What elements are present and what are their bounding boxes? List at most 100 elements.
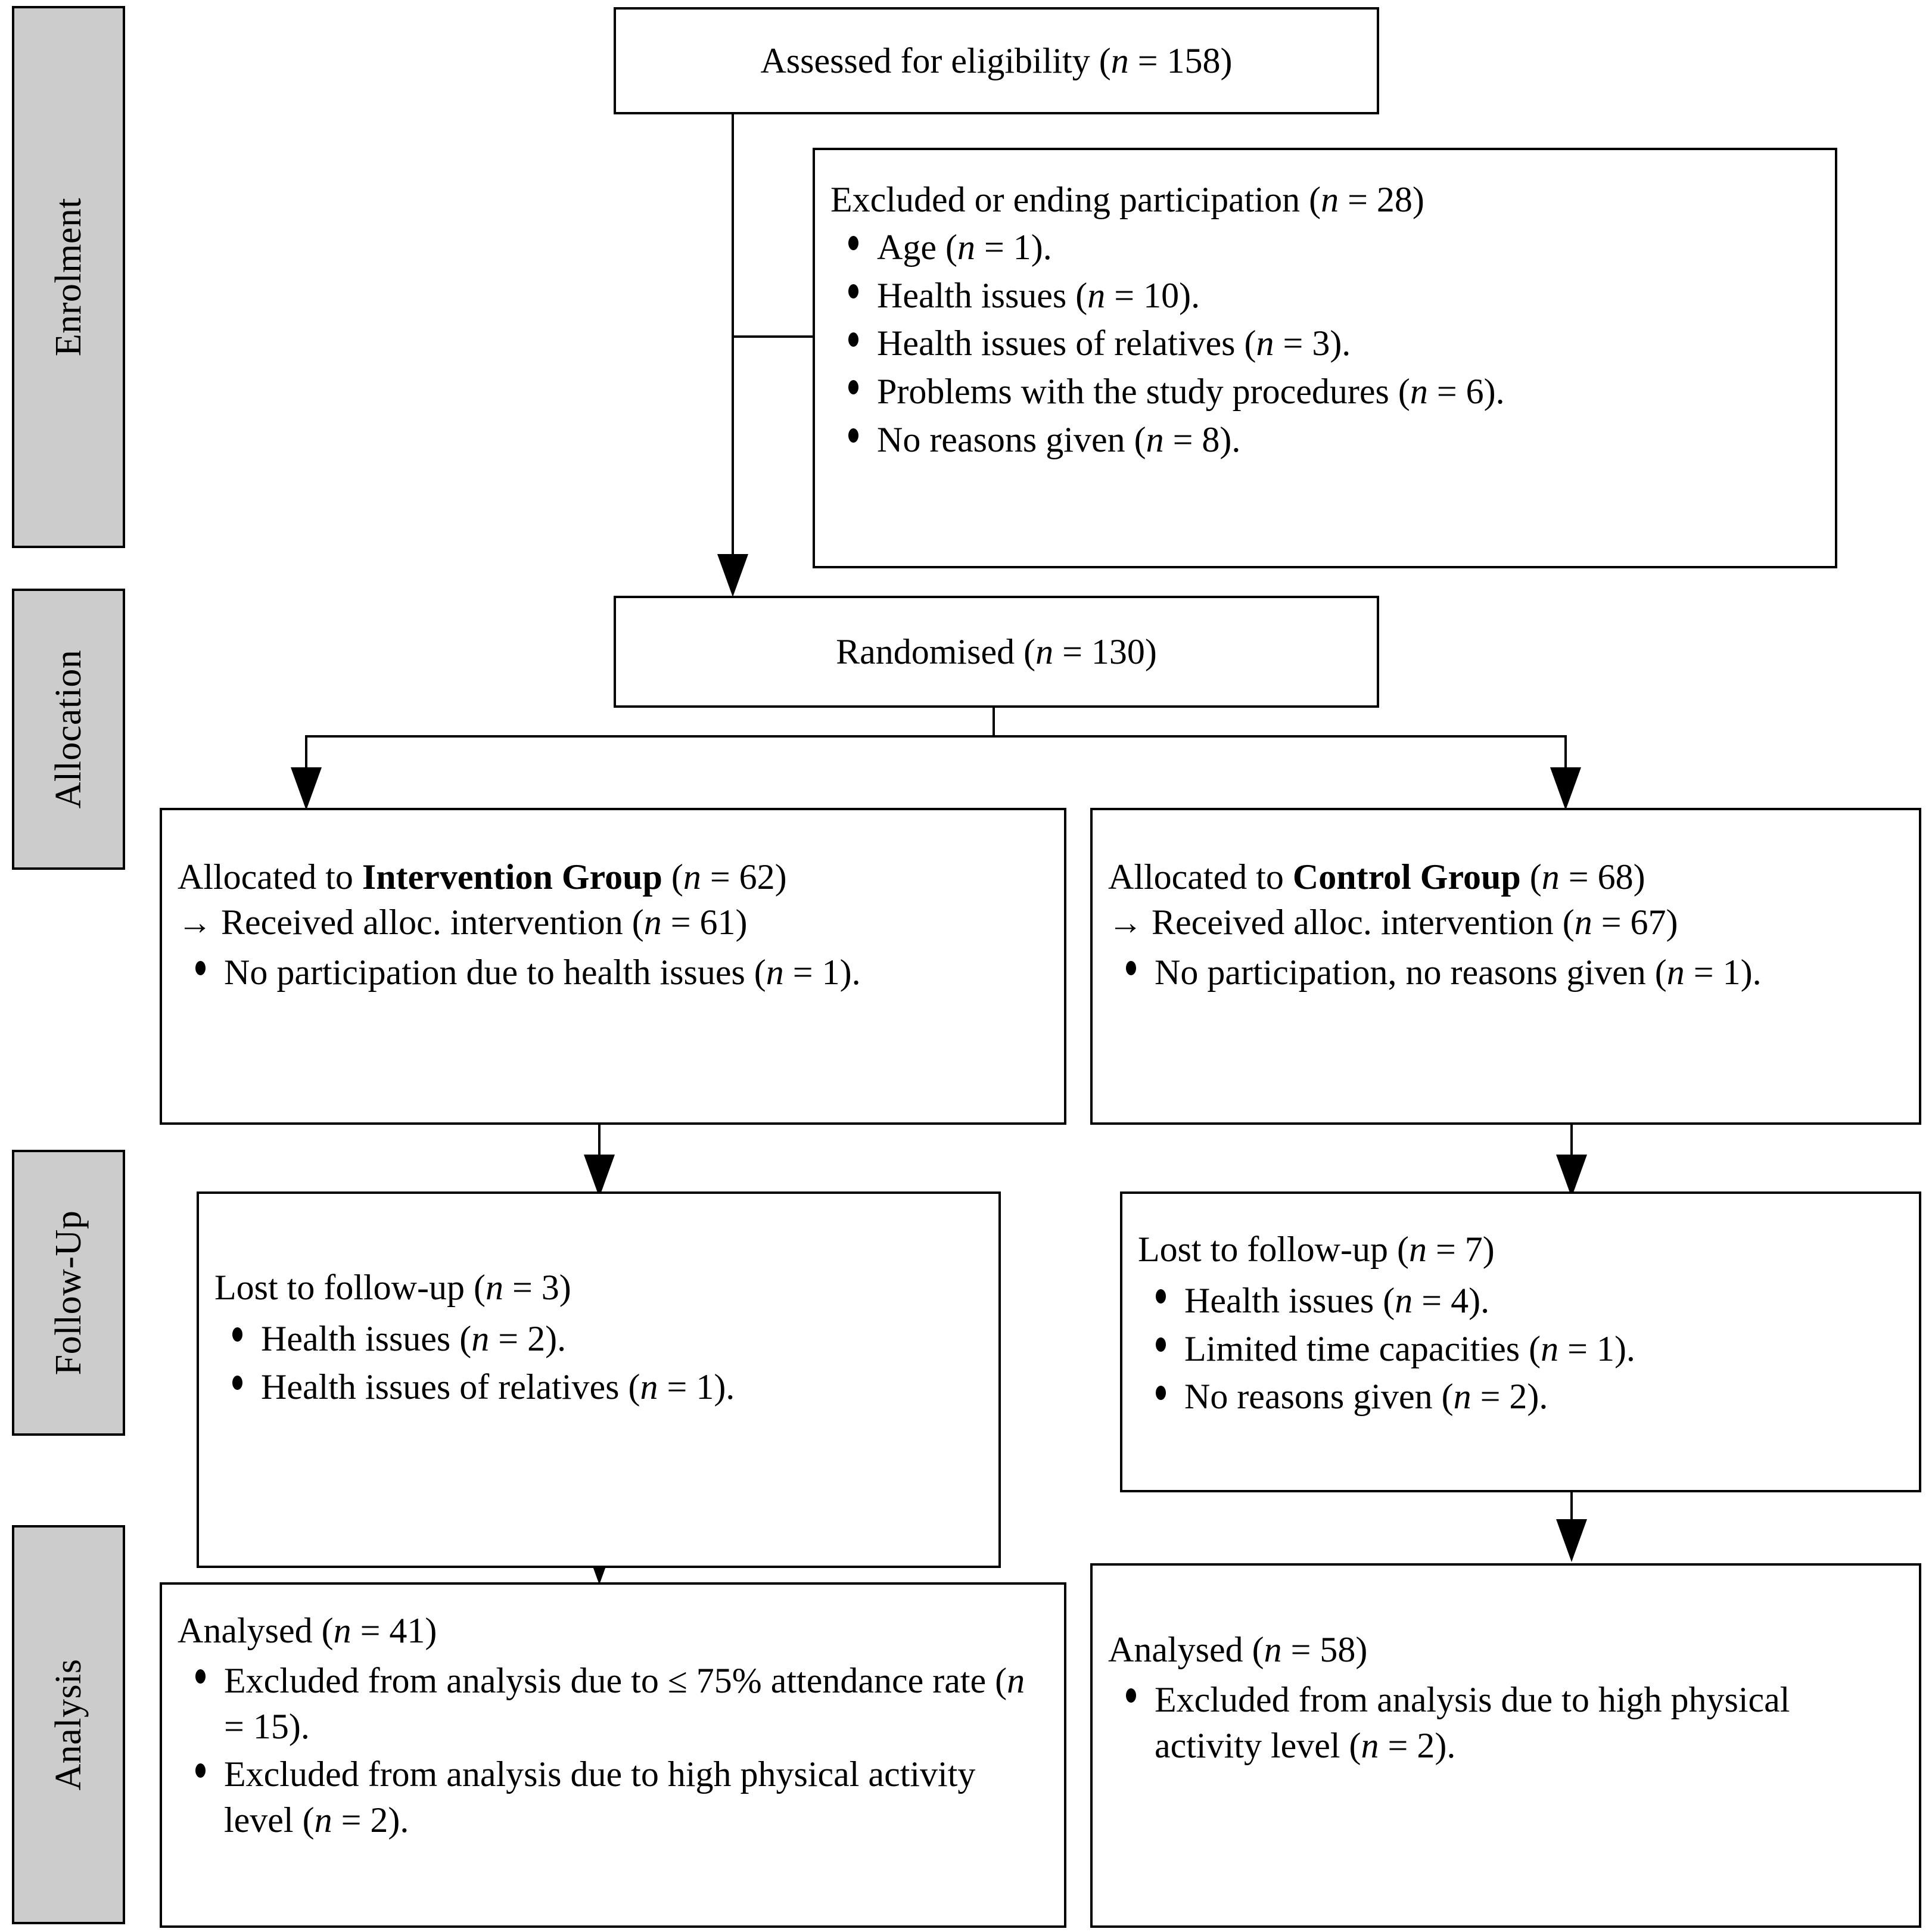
bullet-text-suffix: = 2). bbox=[1379, 1725, 1456, 1765]
bullet-italic-n: n bbox=[640, 1367, 658, 1407]
bullet-italic-n: n bbox=[1541, 1329, 1559, 1368]
bullet-text-suffix: = 4). bbox=[1413, 1280, 1490, 1320]
bullet-text-prefix: Age ( bbox=[877, 227, 957, 267]
alloc-left-line2-italic-n: n bbox=[643, 903, 662, 942]
randomised-heading-italic-n: n bbox=[1035, 631, 1054, 671]
alloc-right-reason-list: No participation, no reasons given (n = … bbox=[1108, 950, 1903, 995]
list-item: Excluded from analysis due to high physi… bbox=[178, 1751, 1049, 1843]
followup-left-heading-suffix: = 3) bbox=[503, 1268, 571, 1307]
arrowhead-alloc-left bbox=[291, 767, 322, 810]
list-item: Problems with the study procedures (n = … bbox=[830, 369, 1819, 415]
followup-left-heading-italic-n: n bbox=[485, 1268, 503, 1307]
connector-alloc-left-to-followup-left bbox=[598, 1124, 601, 1162]
bullet-text-prefix: Health issues ( bbox=[877, 275, 1088, 315]
list-item: Limited time capacities (n = 1). bbox=[1138, 1326, 1903, 1372]
bullet-text-prefix: Problems with the study procedures ( bbox=[877, 372, 1410, 412]
bullet-text-prefix: Excluded from analysis due to high physi… bbox=[224, 1754, 976, 1840]
excluded-heading-italic-n: n bbox=[1321, 180, 1339, 219]
alloc-right-line2-italic-n: n bbox=[1574, 903, 1592, 942]
randomised-heading-prefix: Randomised ( bbox=[836, 631, 1036, 671]
assessed-heading-prefix: Assessed for eligibility ( bbox=[760, 41, 1111, 80]
followup-right-heading-italic-n: n bbox=[1408, 1230, 1427, 1269]
analysis-right-heading-prefix: Analysed ( bbox=[1108, 1630, 1264, 1669]
bullet-italic-n: n bbox=[1256, 323, 1274, 363]
connector-assessed-to-randomised bbox=[732, 113, 734, 572]
assessed-heading-italic-n: n bbox=[1110, 41, 1129, 80]
alloc-left-line2: → Received alloc. intervention (n = 61) bbox=[178, 901, 1049, 944]
randomised-heading: Randomised (n = 130) bbox=[836, 631, 1157, 673]
bullet-text-suffix: = 1). bbox=[783, 953, 861, 992]
arrowhead-randomised bbox=[717, 554, 748, 597]
bullet-text-suffix: = 2). bbox=[1471, 1377, 1548, 1417]
analysis-left-reason-list: Excluded from analysis due to ≤ 75% atte… bbox=[178, 1658, 1049, 1843]
excluded-reason-list: Age (n = 1). Health issues (n = 10). Hea… bbox=[830, 225, 1819, 463]
bullet-text-suffix: = 2). bbox=[332, 1800, 409, 1840]
stage-band-followup: Follow-Up bbox=[12, 1150, 125, 1436]
list-item: Health issues (n = 2). bbox=[214, 1316, 983, 1362]
bullet-text-prefix: No reasons given ( bbox=[1184, 1377, 1454, 1417]
bullet-italic-n: n bbox=[1007, 1660, 1025, 1700]
analysis-left-heading: Analysed (n = 41) bbox=[178, 1610, 1049, 1652]
analysis-right-heading-suffix: = 58) bbox=[1281, 1630, 1368, 1669]
bullet-italic-n: n bbox=[766, 953, 784, 992]
analysis-left-heading-suffix: = 41) bbox=[351, 1611, 437, 1650]
bullet-text-prefix: Limited time capacities ( bbox=[1184, 1329, 1541, 1368]
alloc-right-line2: → Received alloc. intervention (n = 67) bbox=[1108, 901, 1903, 944]
bullet-text-prefix: No participation due to health issues ( bbox=[224, 953, 766, 992]
connector-assessed-to-excluded bbox=[732, 335, 815, 338]
stage-band-allocation-label: Allocation bbox=[48, 649, 89, 809]
assessed-heading: Assessed for eligibility (n = 158) bbox=[760, 40, 1232, 82]
alloc-left-line1-mid: ( bbox=[662, 857, 683, 897]
analysis-right-heading: Analysed (n = 58) bbox=[1108, 1629, 1903, 1671]
alloc-right-line2-suffix: = 67) bbox=[1592, 903, 1678, 942]
connector-followup-right-to-analysis-right bbox=[1570, 1491, 1573, 1521]
bullet-italic-n: n bbox=[1087, 275, 1106, 315]
bullet-text-prefix: Health issues of relatives ( bbox=[877, 323, 1256, 363]
alloc-right-group-name: Control Group bbox=[1292, 857, 1521, 897]
excluded-heading-prefix: Excluded or ending participation ( bbox=[830, 180, 1321, 219]
node-allocation-control-group: Allocated to Control Group (n = 68) → Re… bbox=[1090, 808, 1921, 1125]
stage-band-followup-label: Follow-Up bbox=[48, 1210, 89, 1376]
bullet-text-suffix: = 2). bbox=[489, 1318, 567, 1358]
node-assessed-for-eligibility: Assessed for eligibility (n = 158) bbox=[614, 7, 1379, 114]
list-item: Excluded from analysis due to ≤ 75% atte… bbox=[178, 1658, 1049, 1750]
node-excluded-or-ending-participation: Excluded or ending participation (n = 28… bbox=[813, 148, 1837, 568]
bullet-text-prefix: No participation, no reasons given ( bbox=[1155, 953, 1667, 992]
list-item: No reasons given (n = 8). bbox=[830, 417, 1819, 463]
bullet-text-prefix: Excluded from analysis due to high physi… bbox=[1155, 1679, 1790, 1765]
excluded-heading-suffix: = 28) bbox=[1339, 180, 1424, 219]
followup-right-reason-list: Health issues (n = 4). Limited time capa… bbox=[1138, 1278, 1903, 1420]
alloc-right-line1: Allocated to Control Group (n = 68) bbox=[1108, 855, 1903, 898]
analysis-right-reason-list: Excluded from analysis due to high physi… bbox=[1108, 1677, 1903, 1769]
node-randomised: Randomised (n = 130) bbox=[614, 596, 1379, 708]
alloc-right-line1-suffix: = 68) bbox=[1559, 857, 1645, 897]
node-allocation-intervention-group: Allocated to Intervention Group (n = 62)… bbox=[160, 808, 1066, 1125]
connector-randomised-stem bbox=[993, 707, 995, 738]
followup-right-heading: Lost to follow-up (n = 7) bbox=[1138, 1228, 1903, 1271]
alloc-left-reason-list: No participation due to health issues (n… bbox=[178, 950, 1049, 995]
excluded-heading: Excluded or ending participation (n = 28… bbox=[830, 179, 1819, 221]
followup-right-heading-suffix: = 7) bbox=[1426, 1230, 1495, 1269]
bullet-text-suffix: = 1). bbox=[658, 1367, 735, 1407]
list-item: No participation due to health issues (n… bbox=[178, 950, 1049, 995]
connector-alloc-right-to-followup-right bbox=[1570, 1124, 1573, 1162]
bullet-italic-n: n bbox=[1146, 419, 1164, 459]
arrowhead-analysis-right bbox=[1556, 1519, 1587, 1562]
list-item: Age (n = 1). bbox=[830, 225, 1819, 270]
alloc-left-group-name: Intervention Group bbox=[362, 857, 662, 897]
followup-left-heading: Lost to follow-up (n = 3) bbox=[214, 1267, 983, 1309]
randomised-heading-suffix: = 130) bbox=[1053, 631, 1157, 671]
bullet-text-suffix: = 3). bbox=[1274, 323, 1351, 363]
bullet-italic-n: n bbox=[957, 227, 975, 267]
bullet-text-prefix: Health issues ( bbox=[261, 1318, 472, 1358]
alloc-left-line1-prefix: Allocated to bbox=[178, 857, 362, 897]
analysis-left-heading-prefix: Analysed ( bbox=[178, 1611, 334, 1650]
stage-band-analysis: Analysis bbox=[12, 1525, 125, 1924]
analysis-right-heading-italic-n: n bbox=[1264, 1630, 1282, 1669]
bullet-italic-n: n bbox=[1361, 1725, 1379, 1765]
stage-band-allocation: Allocation bbox=[12, 589, 125, 870]
list-item: No reasons given (n = 2). bbox=[1138, 1374, 1903, 1420]
stage-band-enrolment-label: Enrolment bbox=[48, 197, 89, 357]
list-item: Health issues of relatives (n = 1). bbox=[214, 1364, 983, 1410]
